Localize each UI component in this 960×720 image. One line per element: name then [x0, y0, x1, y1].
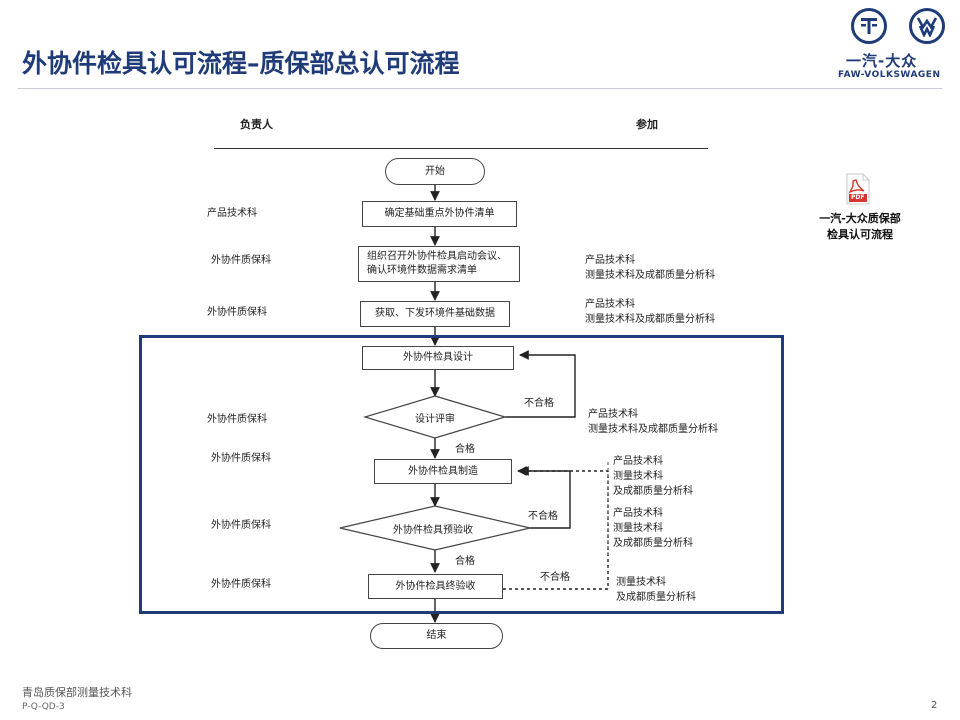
participants-step2-line1: 产品技术科: [585, 255, 635, 266]
decision-pre-acceptance-label: 外协件检具预验收: [393, 525, 473, 536]
pdf-caption-line1: 一汽-大众质保部: [819, 212, 901, 225]
column-header-participants: 参加: [636, 118, 658, 131]
participants-step3-line2: 测量技术科及成都质量分析科: [585, 314, 715, 325]
flow-step-identify-parts: 确定基础重点外协件清单: [362, 201, 517, 227]
participants-step3: 产品技术科 测量技术科及成都质量分析科: [585, 297, 715, 327]
flow-step-obtain-data: 获取、下发环境件基础数据: [360, 301, 510, 327]
participants-manufacture-line3: 及成都质量分析科: [613, 486, 693, 497]
approval-loop-frame: [139, 335, 784, 614]
participants-pre-acceptance-line1: 产品技术科: [613, 508, 663, 519]
responsible-pre-acceptance: 外协件质保科: [211, 520, 271, 531]
participants-design-review: 产品技术科 测量技术科及成都质量分析科: [588, 407, 718, 437]
header-divider: [214, 148, 708, 149]
participants-design-review-line2: 测量技术科及成都质量分析科: [588, 424, 718, 435]
responsible-step1: 产品技术科: [207, 208, 257, 219]
title-divider: [18, 88, 942, 89]
loop-decision1-fail: [505, 350, 576, 418]
participants-step2: 产品技术科 测量技术科及成都质量分析科: [585, 253, 715, 283]
label-fail-3: 不合格: [540, 572, 570, 583]
flow-step-fixture-design: 外协件检具设计: [362, 346, 514, 370]
flow-step-kickoff-line1: 组织召开外协件检具启动会议、: [367, 251, 507, 262]
participants-step3-line1: 产品技术科: [585, 299, 635, 310]
flow-step-fixture-manufacture: 外协件检具制造: [374, 459, 512, 484]
participants-pre-acceptance-line2: 测量技术科: [613, 523, 663, 534]
participants-design-review-line1: 产品技术科: [588, 409, 638, 420]
column-header-responsible: 负责人: [240, 118, 273, 131]
footer-department: 青岛质保部测量技术科: [22, 686, 132, 699]
participants-final-acceptance: 测量技术科 及成都质量分析科: [616, 575, 696, 605]
flow-step-kickoff-line2: 确认环境件数据需求清单: [367, 265, 477, 276]
decision-design-review-label: 设计评审: [415, 414, 455, 425]
flow-step-final-acceptance: 外协件检具终验收: [368, 574, 503, 599]
loop-decision2-fail: [517, 466, 571, 529]
logo-wordmark: 一汽-大众: [846, 52, 918, 70]
decision-pre-acceptance: [339, 505, 531, 551]
label-pass-2: 合格: [455, 556, 475, 567]
decision-design-review: [362, 395, 508, 439]
footer-document-code: P-Q-QD-3: [22, 702, 65, 712]
participants-step2-line2: 测量技术科及成都质量分析科: [585, 270, 715, 281]
label-fail-1: 不合格: [524, 398, 554, 409]
flow-step-kickoff-meeting: 组织召开外协件检具启动会议、 确认环境件数据需求清单: [358, 246, 520, 282]
responsible-final-acceptance: 外协件质保科: [211, 579, 271, 590]
participants-pre-acceptance-line3: 及成都质量分析科: [613, 538, 693, 549]
participants-final-acceptance-line2: 及成都质量分析科: [616, 592, 696, 603]
participants-pre-acceptance: 产品技术科 测量技术科 及成都质量分析科: [613, 506, 693, 551]
label-fail-2: 不合格: [528, 511, 558, 522]
faw-mark-icon: [861, 18, 877, 34]
pdf-attachment-caption[interactable]: 一汽-大众质保部 检具认可流程: [806, 211, 914, 243]
label-pass-1: 合格: [455, 444, 475, 455]
responsible-step2: 外协件质保科: [211, 255, 271, 266]
pdf-file-icon: [846, 173, 870, 205]
responsible-step3: 外协件质保科: [207, 307, 267, 318]
page-title: 外协件检具认可流程–质保部总认可流程: [22, 49, 460, 78]
pdf-icon-label: PDF: [851, 194, 865, 201]
pdf-attachment[interactable]: PDF: [845, 173, 871, 205]
page-number: 2: [931, 700, 938, 711]
participants-manufacture-line2: 测量技术科: [613, 471, 663, 482]
vw-mark-icon: [916, 17, 938, 37]
brand-logo: [851, 8, 945, 44]
flow-end: 结束: [370, 623, 503, 649]
logo-subtitle: FAW-VOLKSWAGEN: [838, 70, 941, 80]
participants-manufacture-line1: 产品技术科: [613, 456, 663, 467]
pdf-caption-line2: 检具认可流程: [827, 228, 893, 241]
participants-final-acceptance-line1: 测量技术科: [616, 577, 666, 588]
flow-start: 开始: [385, 158, 485, 185]
participants-manufacture: 产品技术科 测量技术科 及成都质量分析科: [613, 454, 693, 499]
responsible-manufacture: 外协件质保科: [211, 453, 271, 464]
vw-logo-icon: [909, 8, 945, 44]
faw-logo-icon: [851, 8, 887, 44]
responsible-design-review: 外协件质保科: [207, 414, 267, 425]
